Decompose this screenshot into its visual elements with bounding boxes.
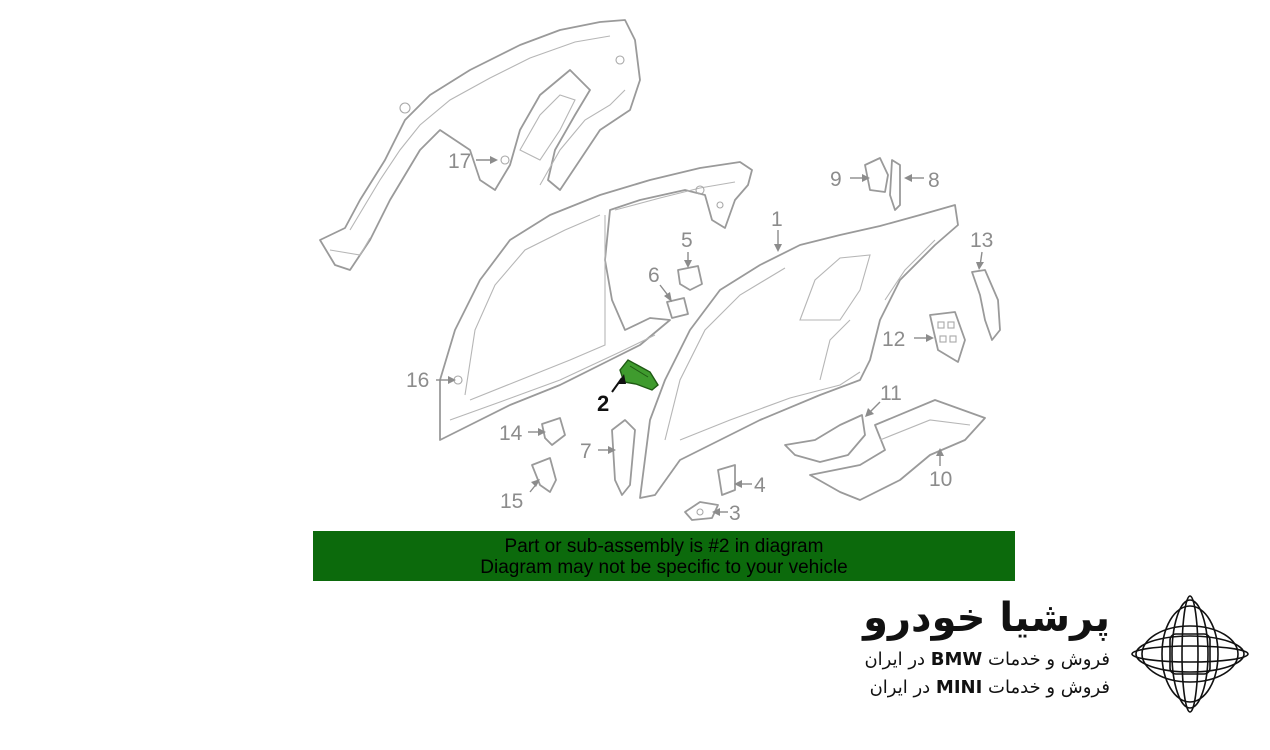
- tagline-mini-suffix: در ایران: [869, 677, 931, 698]
- callout-16: 16: [406, 369, 429, 392]
- brand-tagline-bmw: فروش و خدمات BMW در ایران: [830, 646, 1110, 674]
- banner-line-2: Diagram may not be specific to your vehi…: [480, 557, 848, 578]
- callout-6: 6: [648, 264, 660, 287]
- callout-9: 9: [830, 168, 842, 191]
- tagline-bmw-suffix: در ایران: [864, 649, 926, 670]
- brand-tagline-mini: فروش و خدمات MINI در ایران: [830, 674, 1110, 702]
- part-13: [971, 269, 1001, 341]
- part-10: [809, 399, 986, 501]
- part-4: [717, 464, 736, 496]
- part-6: [666, 297, 689, 319]
- callout-15: 15: [500, 490, 523, 513]
- callout-labels: 17 16 9 8 1 5 6 13 12 11 10 14 7 15 4 3 …: [406, 150, 993, 525]
- callout-17: 17: [448, 150, 471, 173]
- callout-arrows: [436, 156, 984, 516]
- part-14: [541, 417, 566, 446]
- banner-line-1: Part or sub-assembly is #2 in diagram: [504, 536, 824, 557]
- callout-5: 5: [681, 229, 693, 252]
- part-info-banner: Part or sub-assembly is #2 in diagram Di…: [313, 531, 1015, 581]
- callout-7: 7: [580, 440, 592, 463]
- callout-8: 8: [928, 169, 940, 192]
- brand-name: پرشیا خودرو: [863, 595, 1110, 641]
- tagline-mini-brand: MINI: [935, 677, 983, 698]
- part-8: [889, 159, 901, 211]
- callout-3: 3: [729, 502, 741, 525]
- callout-10: 10: [929, 468, 952, 491]
- parts-diagram: 17 16 9 8 1 5 6 13 12 11 10 14 7 15 4 3 …: [319, 19, 1001, 525]
- callout-14: 14: [499, 422, 523, 445]
- part-12: [929, 311, 966, 363]
- callout-4: 4: [754, 474, 766, 497]
- part-15: [531, 457, 557, 493]
- callout-11: 11: [880, 382, 902, 405]
- brand-logo-icon: [1131, 595, 1249, 713]
- part-3: [684, 501, 719, 521]
- part-16-side-frame: [439, 161, 753, 441]
- part-9: [864, 157, 889, 193]
- tagline-bmw-prefix: فروش و خدمات: [988, 649, 1110, 670]
- tagline-mini-prefix: فروش و خدمات: [988, 677, 1110, 698]
- part-17-rear-inner-panel: [319, 19, 641, 271]
- part-2-highlighted: [619, 359, 659, 391]
- tagline-bmw-brand: BMW: [930, 649, 983, 670]
- part-11: [784, 414, 866, 463]
- callout-2: 2: [597, 391, 609, 416]
- part-1-outer-side-panel: [639, 204, 959, 499]
- brand-block: پرشیا خودرو فروش و خدمات BMW در ایران فر…: [830, 590, 1110, 720]
- part-5: [677, 265, 703, 291]
- callout-1: 1: [771, 208, 783, 231]
- callout-12: 12: [882, 328, 905, 351]
- callout-13: 13: [970, 229, 993, 252]
- part-7: [611, 419, 636, 496]
